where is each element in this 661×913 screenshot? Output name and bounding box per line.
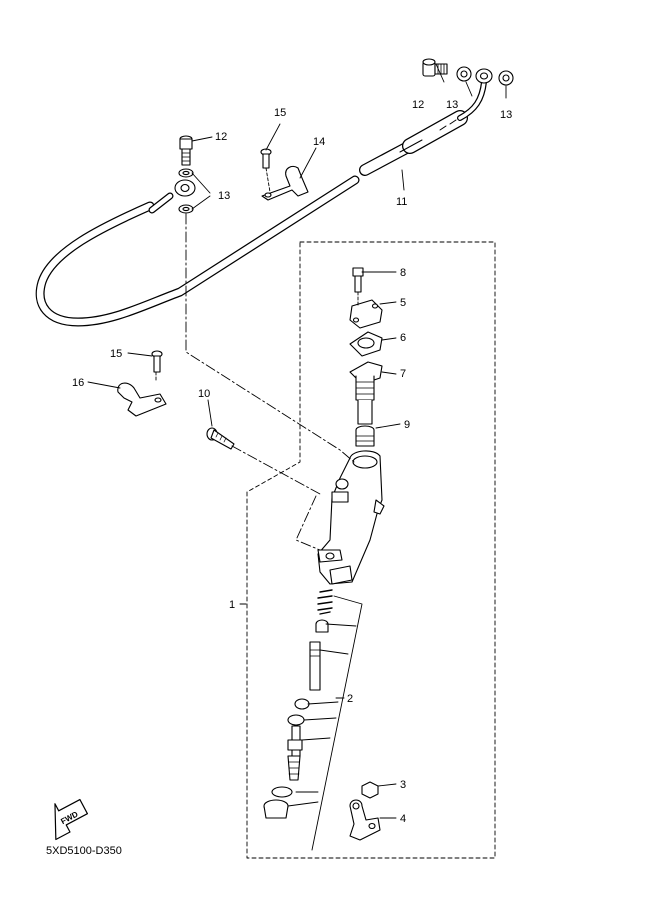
callout-3: 3	[400, 779, 406, 791]
callout-1: 1	[229, 599, 235, 611]
master-cylinder-body	[317, 450, 385, 585]
callout-8: 8	[400, 267, 406, 279]
callout-7: 7	[400, 368, 406, 380]
callout-4: 4	[400, 813, 406, 825]
callout-11: 11	[396, 196, 407, 208]
fwd-arrow-icon	[54, 798, 89, 841]
circlip	[271, 786, 293, 798]
hose-clamp-lower	[117, 382, 167, 417]
callout-2: 2	[347, 693, 353, 705]
lock-nut	[361, 781, 379, 799]
banjo-bolt-left	[179, 135, 193, 166]
assembly-boundary	[246, 241, 496, 859]
callout-13: 13	[446, 99, 458, 111]
piston-seal	[294, 698, 310, 710]
bolt-small-upper	[260, 148, 272, 169]
push-rod	[287, 714, 305, 781]
piston-cup	[315, 619, 329, 633]
piston-spring	[317, 589, 333, 615]
brake-hose	[35, 68, 493, 327]
callout-12: 12	[412, 99, 424, 111]
callout-16: 16	[72, 377, 84, 389]
diaphragm-plate	[349, 331, 383, 357]
dust-boot	[263, 799, 289, 819]
mounting-bolt	[206, 427, 235, 450]
part-code: 5XD5100-D350	[46, 845, 122, 857]
callout-10: 10	[198, 388, 210, 400]
clevis	[349, 799, 381, 841]
callout-12: 12	[215, 131, 227, 143]
callout-9: 9	[404, 419, 410, 431]
hose-clamp-upper	[261, 165, 309, 201]
piston	[309, 641, 321, 691]
diaphragm	[349, 361, 383, 425]
callout-5: 5	[400, 297, 406, 309]
callout-6: 6	[400, 332, 406, 344]
callout-15: 15	[274, 107, 286, 119]
callout-13: 13	[218, 190, 230, 202]
leader-lines	[87, 63, 507, 851]
callout-15: 15	[110, 348, 122, 360]
banjo-bolt-top-right	[422, 58, 448, 77]
callout-14: 14	[313, 136, 325, 148]
callout-13: 13	[500, 109, 512, 121]
reservoir-cap	[349, 299, 383, 329]
reservoir-boot	[355, 425, 375, 447]
cap-screw	[352, 267, 364, 293]
bolt-small-lower	[151, 350, 163, 373]
